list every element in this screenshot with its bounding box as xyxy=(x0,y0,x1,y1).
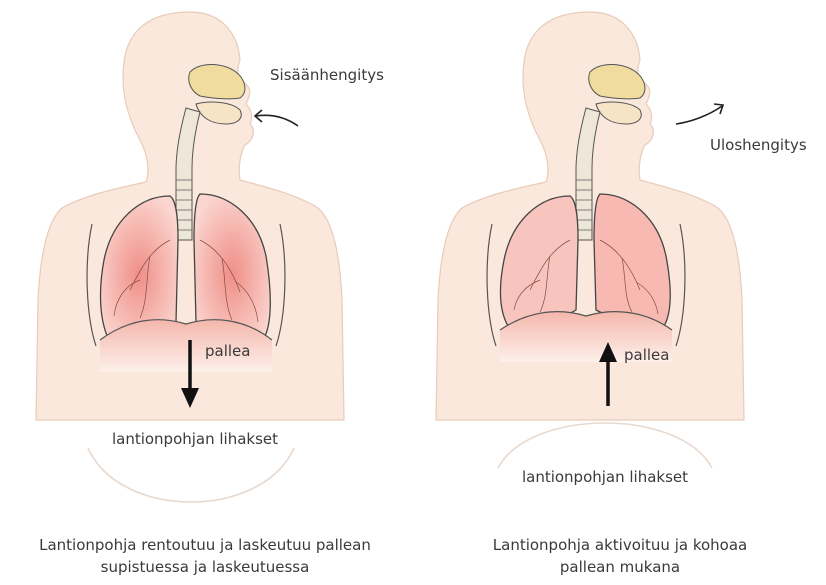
left-pelvic-label: lantionpohjan lihakset xyxy=(100,430,290,448)
right-diaphragm-label: pallea xyxy=(624,346,669,364)
right-caption: Lantionpohja aktivoituu ja kohoaa pallea… xyxy=(420,534,820,578)
left-caption-line1: Lantionpohja rentoutuu ja laskeutuu pall… xyxy=(0,534,410,556)
left-figure xyxy=(36,12,344,502)
left-caption-line2: supistuessa ja laskeutuessa xyxy=(0,556,410,578)
right-pelvic-floor-curve xyxy=(498,423,712,468)
left-breath-label: Sisäänhengitys xyxy=(270,66,384,84)
left-inhale-arrow xyxy=(256,115,298,126)
left-pelvic-floor-curve xyxy=(88,448,294,502)
left-caption: Lantionpohja rentoutuu ja laskeutuu pall… xyxy=(0,534,410,578)
right-breath-label: Uloshengitys xyxy=(710,136,807,154)
left-diaphragm-label: pallea xyxy=(205,342,250,360)
right-caption-line1: Lantionpohja aktivoituu ja kohoaa xyxy=(420,534,820,556)
right-figure xyxy=(436,12,744,468)
right-caption-line2: pallean mukana xyxy=(420,556,820,578)
right-pelvic-label: lantionpohjan lihakset xyxy=(510,468,700,486)
right-exhale-arrow xyxy=(676,106,722,124)
